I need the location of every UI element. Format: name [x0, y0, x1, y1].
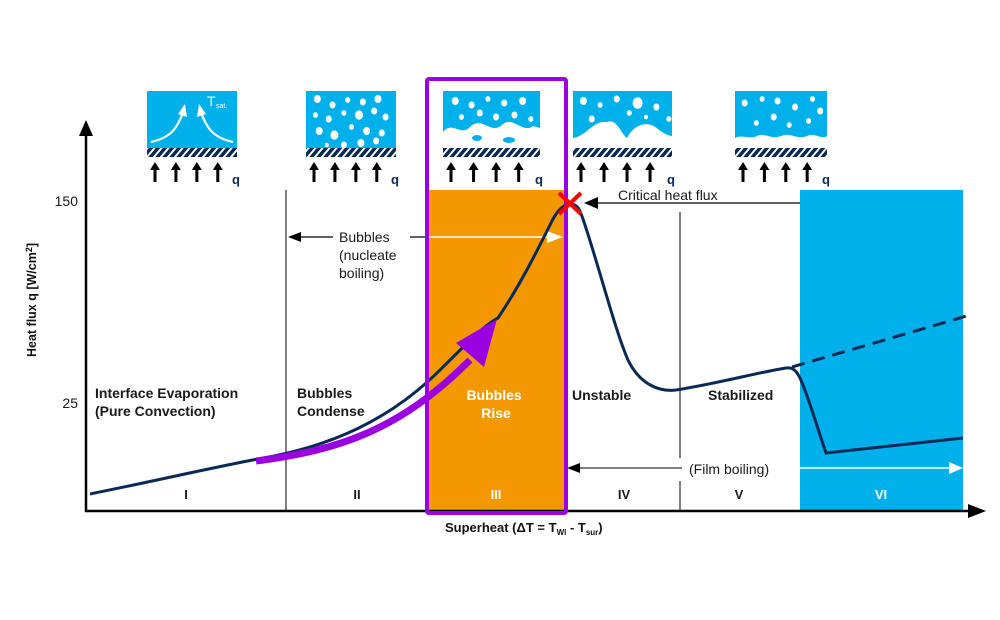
y-tick-label-25: 25: [62, 395, 78, 411]
region-iv-label: Unstable: [572, 387, 631, 403]
y-tick-label-150: 150: [55, 193, 79, 209]
heated-surface: [573, 148, 672, 157]
heated-surface: [306, 148, 396, 157]
heat-flux-symbol: q: [822, 172, 830, 187]
y-axis-arrowhead: [79, 120, 93, 136]
film-arrowhead-left: [567, 463, 580, 473]
heat-flux-symbol: q: [667, 172, 675, 187]
schematic-stage-4: q: [573, 91, 675, 187]
y-axis-label: Heat flux q [W/cm2]: [24, 243, 39, 357]
region-numeral-ii: II: [353, 487, 360, 502]
trend-arrowhead: [456, 319, 497, 367]
heat-arrow-icon: [329, 162, 340, 182]
schematic-stage-3: q: [443, 91, 543, 187]
schematic-stage-2: q: [306, 91, 399, 187]
region-iii-label: Bubbles Rise: [466, 387, 525, 421]
region-numeral-vi: VI: [875, 487, 887, 502]
region-numeral-iii: III: [491, 487, 502, 502]
region-i-label: Interface Evaporation (Pure Convection): [95, 385, 242, 419]
heated-surface: [147, 148, 237, 157]
region-numeral-iv: IV: [618, 487, 631, 502]
critical-heat-flux-label: Critical heat flux: [618, 187, 718, 203]
heat-arrow-icon: [738, 162, 748, 182]
heat-arrow-icon: [446, 162, 456, 182]
heat-flux-symbol: q: [391, 172, 399, 187]
heat-arrow-icon: [622, 162, 633, 182]
highlight-box-region-iii: [425, 77, 568, 515]
heat-arrow-icon: [802, 162, 813, 182]
nucleate-arrowhead-right: [547, 231, 563, 243]
nucleate-boiling-label: Bubbles (nucleate boiling): [339, 229, 400, 281]
heat-flux-symbol: q: [535, 172, 543, 187]
heated-surface: [443, 148, 540, 157]
heat-arrow-icon: [645, 162, 656, 182]
chf-arrowhead: [584, 197, 598, 209]
heat-arrow-icon: [491, 162, 502, 182]
heat-arrow-icon: [599, 162, 610, 182]
boiling-curve-dashed-extension: [791, 313, 971, 369]
heat-arrow-icon: [576, 162, 586, 182]
heat-arrow-icon: [309, 162, 319, 182]
film-arrowhead-right: [949, 462, 963, 474]
x-axis-label: Superheat (ΔT = TWl - Tsur): [445, 520, 603, 537]
tsat-label: T: [207, 93, 216, 109]
x-axis-arrowhead: [968, 504, 986, 518]
heat-arrow-icon: [780, 162, 791, 182]
film-boiling-label: (Film boiling): [689, 461, 769, 477]
heat-arrow-icon: [468, 162, 479, 182]
region-ii-label: Bubbles Condense: [297, 385, 365, 419]
heat-flux-symbol: q: [232, 172, 240, 187]
schematic-stage-5: q: [735, 91, 830, 187]
svg-text:sat.: sat.: [216, 103, 227, 110]
region-numeral-i: I: [184, 487, 188, 502]
region-vi-fill: [800, 190, 963, 511]
heat-arrow-icon: [212, 162, 223, 182]
region-v-label: Stabilized: [708, 387, 773, 403]
heat-arrow-icon: [513, 162, 524, 182]
heat-arrow-icon: [759, 162, 770, 182]
heated-surface: [735, 148, 827, 157]
heat-arrow-icon: [150, 162, 160, 182]
critical-heat-flux-marker-icon: [557, 191, 583, 216]
heat-arrow-icon: [350, 162, 361, 182]
nucleate-arrowhead-left: [288, 232, 301, 242]
region-numeral-v: V: [735, 487, 744, 502]
trend-arrow-curve: [255, 357, 473, 465]
heat-arrow-icon: [371, 162, 382, 182]
heat-arrow-icon: [191, 162, 202, 182]
heat-arrow-icon: [170, 162, 181, 182]
